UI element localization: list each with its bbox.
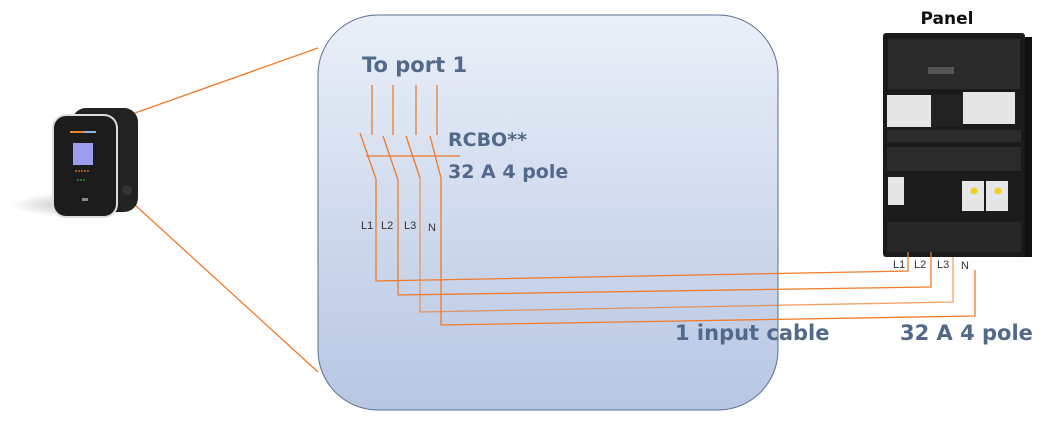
rcbo-label: RCBO** bbox=[448, 129, 527, 151]
ev-charger-image bbox=[10, 108, 140, 218]
zoom-line-bottom bbox=[134, 204, 319, 373]
rcbo-label-l2: L2 bbox=[381, 220, 393, 232]
panel-label-l3: L3 bbox=[937, 259, 949, 271]
panel-label-n: N bbox=[961, 260, 969, 272]
zoom-line-top bbox=[134, 47, 319, 114]
panel-label-l2: L2 bbox=[914, 259, 926, 271]
wire-l2 bbox=[397, 180, 932, 296]
rcbo-label-l3: L3 bbox=[404, 220, 416, 232]
distribution-panel-image bbox=[883, 33, 1032, 257]
panel-label-l1: L1 bbox=[893, 259, 905, 271]
rcbo-rating: 32 A 4 pole bbox=[448, 161, 568, 183]
wire-l1 bbox=[375, 179, 909, 282]
panel-title: Panel bbox=[921, 9, 974, 29]
rcbo-label-l1: L1 bbox=[361, 220, 373, 232]
rcbo-symbol bbox=[359, 85, 460, 181]
panel-rating: 32 A 4 pole bbox=[900, 321, 1033, 345]
port-label: To port 1 bbox=[362, 53, 467, 77]
cable-label: 1 input cable bbox=[675, 321, 830, 345]
rcbo-label-n: N bbox=[428, 222, 436, 234]
wire-l3 bbox=[419, 178, 954, 313]
wire-n bbox=[440, 178, 976, 326]
